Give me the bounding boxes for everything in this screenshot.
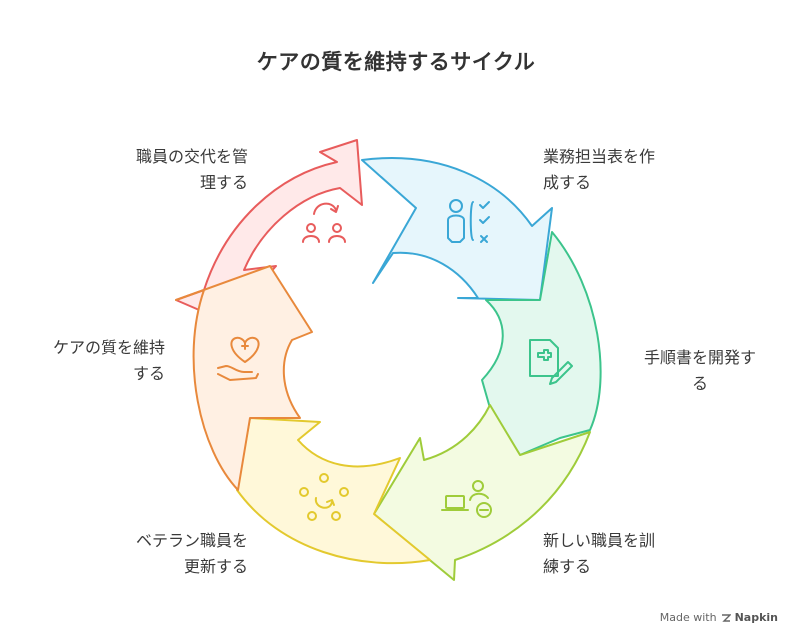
label-manage-turnover: 職員の交代を管 理する [60, 144, 248, 196]
segment-manage-turnover [175, 139, 363, 323]
segment-update [236, 417, 431, 565]
label-training-line1: 新しい職員を訓 [543, 531, 656, 550]
segment-training [373, 404, 591, 581]
segment-schedule [361, 157, 553, 301]
label-maintain-line2: する [132, 364, 165, 383]
diagram-title: ケアの質を維持するサイクル [256, 50, 536, 74]
label-schedule-line2: 成する [543, 173, 592, 192]
person-checklist-icon [447, 199, 490, 243]
made-with-text: Made with [659, 611, 717, 624]
medical-document-icon [529, 339, 573, 385]
label-update: ベテラン職員を 更新する [70, 528, 248, 580]
segment-procedures [481, 231, 602, 456]
label-update-line1: ベテラン職員を [135, 531, 248, 550]
label-procedures: 手順書を開発す る [628, 345, 772, 397]
people-rotation-icon [302, 202, 346, 243]
label-manage-turnover-line1: 職員の交代を管 [135, 147, 248, 166]
napkin-brand: Napkin [734, 611, 778, 624]
label-training-line2: 練する [543, 557, 592, 576]
label-schedule-line1: 業務担当表を作 [543, 147, 656, 166]
hand-heart-icon [217, 336, 260, 381]
label-update-line2: 更新する [183, 557, 248, 576]
label-procedures-line1: 手順書を開発す [643, 348, 756, 367]
napkin-logo-icon [721, 613, 731, 622]
napkin-attribution[interactable]: Made with Napkin [660, 611, 778, 624]
label-procedures-line2: る [691, 374, 708, 393]
label-training: 新しい職員を訓 練する [543, 528, 703, 580]
label-schedule: 業務担当表を作 成する [543, 144, 713, 196]
label-maintain-line1: ケアの質を維持 [52, 338, 165, 357]
label-maintain: ケアの質を維持 する [20, 335, 165, 387]
label-manage-turnover-line2: 理する [199, 173, 248, 192]
refresh-network-icon [299, 473, 349, 521]
laptop-person-icon [441, 480, 492, 518]
